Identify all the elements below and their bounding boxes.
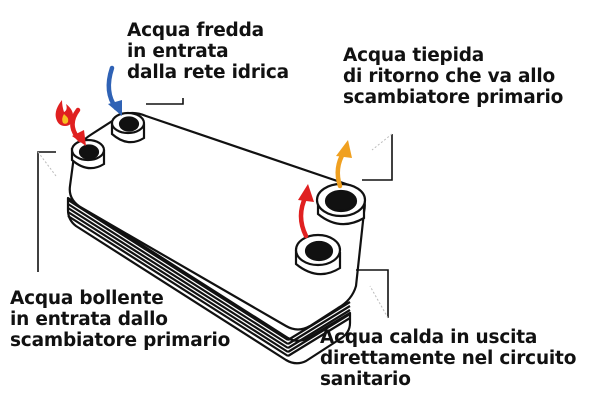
cold-inlet-label-line2: in entrata — [127, 41, 229, 62]
boiling-inlet-label-line1: Acqua bollente — [10, 288, 164, 309]
top-plate — [68, 111, 366, 331]
boiling-inlet-label-line3: scambiatore primario — [10, 330, 231, 351]
cold-inlet-arrow — [106, 65, 119, 111]
port-top-back — [110, 111, 146, 144]
cold-inlet-arrowhead — [108, 100, 122, 116]
leader-guides — [37, 133, 393, 319]
leader-lukewarm — [362, 134, 393, 181]
boiling-inlet-label-line2: in entrata dallo — [10, 309, 168, 330]
hot-outlet-arrowhead — [298, 184, 314, 202]
lukewarm-return-label: Acqua tiepida di ritorno che va allo sca… — [343, 45, 563, 108]
port-right-upper — [315, 182, 367, 226]
hot-outlet-label-line1: Acqua calda in uscita — [320, 327, 538, 348]
hot-outlet-label-line2: direttamente nel circuito — [320, 348, 577, 369]
hot-outlet-label-line3: sanitario — [320, 369, 411, 390]
cold-inlet-label-line1: Acqua fredda — [127, 20, 264, 41]
boiling-inlet-label: Acqua bollente in entrata dallo scambiat… — [10, 288, 230, 351]
warm-outlet-arrowhead — [336, 140, 352, 158]
hot-outlet-label: Acqua calda in uscita direttamente nel c… — [320, 327, 576, 390]
port-right-lower — [294, 233, 342, 276]
leader-boiling — [37, 151, 56, 272]
warm-outlet-arrow — [335, 149, 347, 189]
boiling-inlet-arrowhead — [72, 130, 86, 146]
leader-hot — [356, 269, 389, 318]
cold-inlet-label: Acqua fredda in entrata dalla rete idric… — [127, 20, 289, 83]
leader-cold — [146, 98, 184, 105]
cold-inlet-label-line3: dalla rete idrica — [127, 62, 289, 83]
lukewarm-return-label-line3: scambiatore primario — [343, 87, 564, 108]
lukewarm-return-label-line1: Acqua tiepida — [343, 45, 485, 66]
flame-icon — [55, 100, 74, 126]
lukewarm-return-label-line2: di ritorno che va allo — [343, 66, 556, 87]
exchanger-body — [66, 111, 366, 365]
port-top-left — [70, 138, 106, 170]
